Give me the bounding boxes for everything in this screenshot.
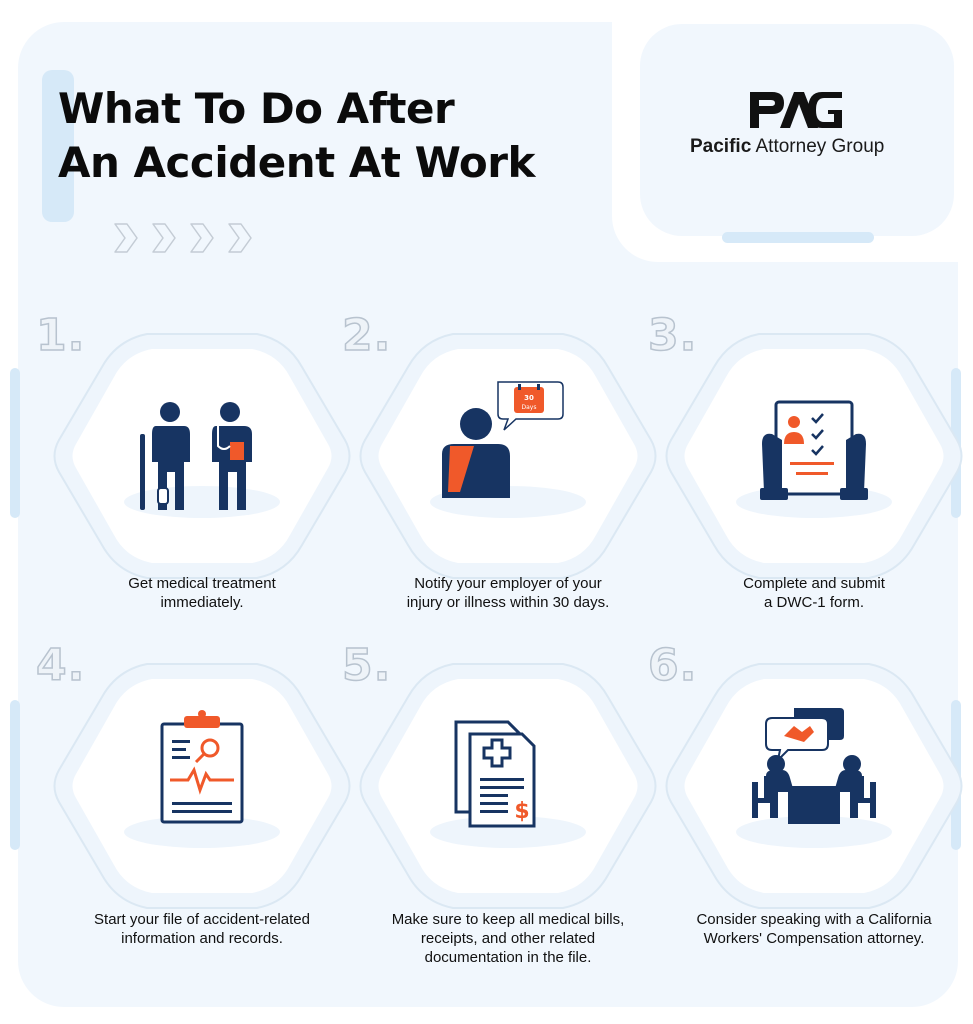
step-caption: Complete and submit a DWC-1 form. (664, 574, 964, 612)
title-line-1: What To Do After (58, 84, 455, 133)
caption-line-2: injury or illness within 30 days. (406, 594, 610, 611)
caption-line-1: Notify your employer of your (414, 575, 602, 592)
chevron-arrows-icon (114, 223, 252, 253)
clipboard-records-icon (53, 663, 351, 909)
doctor-and-patient-icon (53, 333, 351, 579)
page-title: What To Do After An Accident At Work (58, 82, 535, 190)
title-line-2: An Accident At Work (58, 138, 535, 187)
caption-line-1: Get medical treatment (128, 575, 276, 592)
calendar-number: 30 (524, 394, 534, 402)
consultation-meeting-icon (665, 663, 963, 909)
step-caption: Get medical treatment immediately. (52, 574, 352, 612)
pag-logo-mark-icon (750, 92, 842, 128)
company-name: Pacific Attorney Group (690, 136, 920, 158)
step-5: 5. $ Make sure to keep all medical bills… (341, 639, 657, 966)
caption-line-1: Complete and submit (743, 575, 885, 592)
step-2: 2. 30 Days Notify your employer of your … (341, 309, 657, 611)
step-number: 6. (647, 639, 698, 692)
medical-bills-icon: $ (359, 663, 657, 909)
logo-card (640, 24, 954, 236)
logo-card-bar (722, 232, 874, 243)
caption-line-1: Consider speaking with a California (696, 911, 932, 928)
step-number: 3. (647, 309, 698, 362)
step-4: 4. Start your file of accident-related i… (35, 639, 351, 960)
calendar-days-label: Days (522, 404, 537, 411)
caption-line-1: Make sure to keep all medical bills, (391, 911, 625, 928)
step-number: 1. (35, 309, 86, 362)
caption-line-3: documentation in the file. (424, 949, 592, 966)
step-1: 1. Get medical treatment immediately. (35, 309, 351, 611)
form-document-icon (665, 333, 963, 579)
caption-line-2: a DWC-1 form. (763, 594, 864, 611)
step-number: 4. (35, 639, 86, 692)
caption-line-2: receipts, and other related (420, 930, 596, 947)
caption-line-2: immediately. (160, 594, 244, 611)
caption-line-2: Workers' Compensation attorney. (703, 930, 925, 947)
step-number: 5. (341, 639, 392, 692)
step-number: 2. (341, 309, 392, 362)
step-3: 3. Complete and submit a DWC-1 form. (647, 309, 963, 611)
title-accent-bar (42, 70, 74, 222)
step-6: 6. Consider speaking with a California W… (647, 639, 963, 960)
company-name-rest: Attorney Group (751, 136, 885, 157)
svg-text:$: $ (514, 799, 529, 824)
caption-line-2: information and records. (121, 930, 283, 947)
company-name-bold: Pacific (690, 136, 752, 157)
side-tab-left-top (10, 368, 20, 518)
step-caption: Start your file of accident-related info… (52, 910, 352, 948)
step-caption: Notify your employer of your injury or i… (358, 574, 658, 612)
injured-worker-calendar-icon: 30 Days (359, 333, 657, 579)
side-tab-left-bottom (10, 700, 20, 850)
step-caption: Consider speaking with a California Work… (664, 910, 964, 948)
step-caption: Make sure to keep all medical bills, rec… (358, 910, 658, 967)
caption-line-1: Start your file of accident-related (94, 911, 310, 928)
